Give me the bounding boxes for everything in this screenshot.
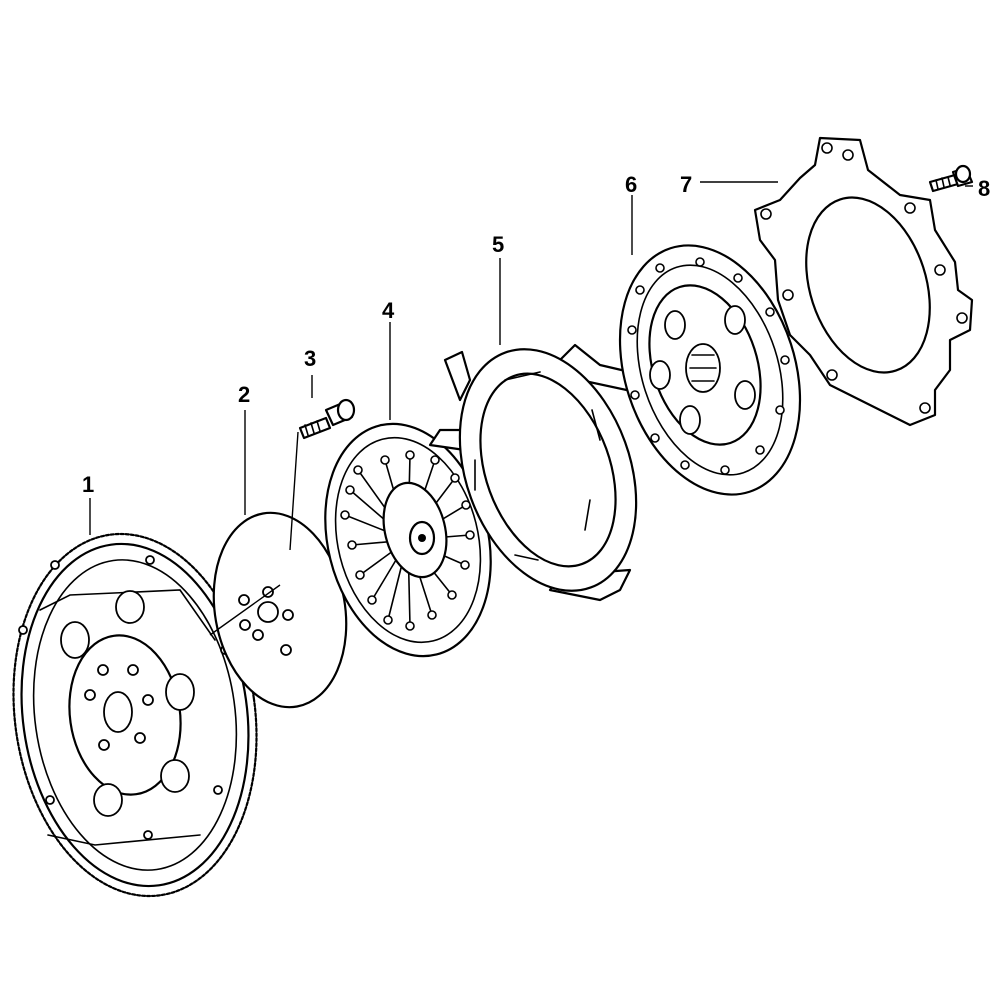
part-4-clutch-disc	[324, 422, 492, 658]
callout-8: 8	[978, 176, 990, 201]
part-3-bolt	[298, 398, 356, 440]
callout-3: 3	[304, 346, 316, 371]
callout-1: 1	[82, 472, 94, 497]
callout-2: 2	[238, 382, 250, 407]
part-5-pressure-ring	[428, 343, 638, 602]
callout-7: 7	[680, 172, 692, 197]
callout-5: 5	[492, 232, 504, 257]
part-1-flywheel	[12, 532, 258, 898]
callout-4: 4	[382, 298, 395, 323]
part-2-plate	[212, 511, 348, 709]
part-6-drive-plate	[618, 244, 802, 496]
part-8-bolt	[928, 164, 974, 193]
leader-lines	[89, 181, 973, 636]
part-7-flange-plate	[753, 136, 974, 427]
callout-6: 6	[625, 172, 637, 197]
callout-labels: 1 2 3 4 5 6 7 8	[82, 172, 990, 497]
